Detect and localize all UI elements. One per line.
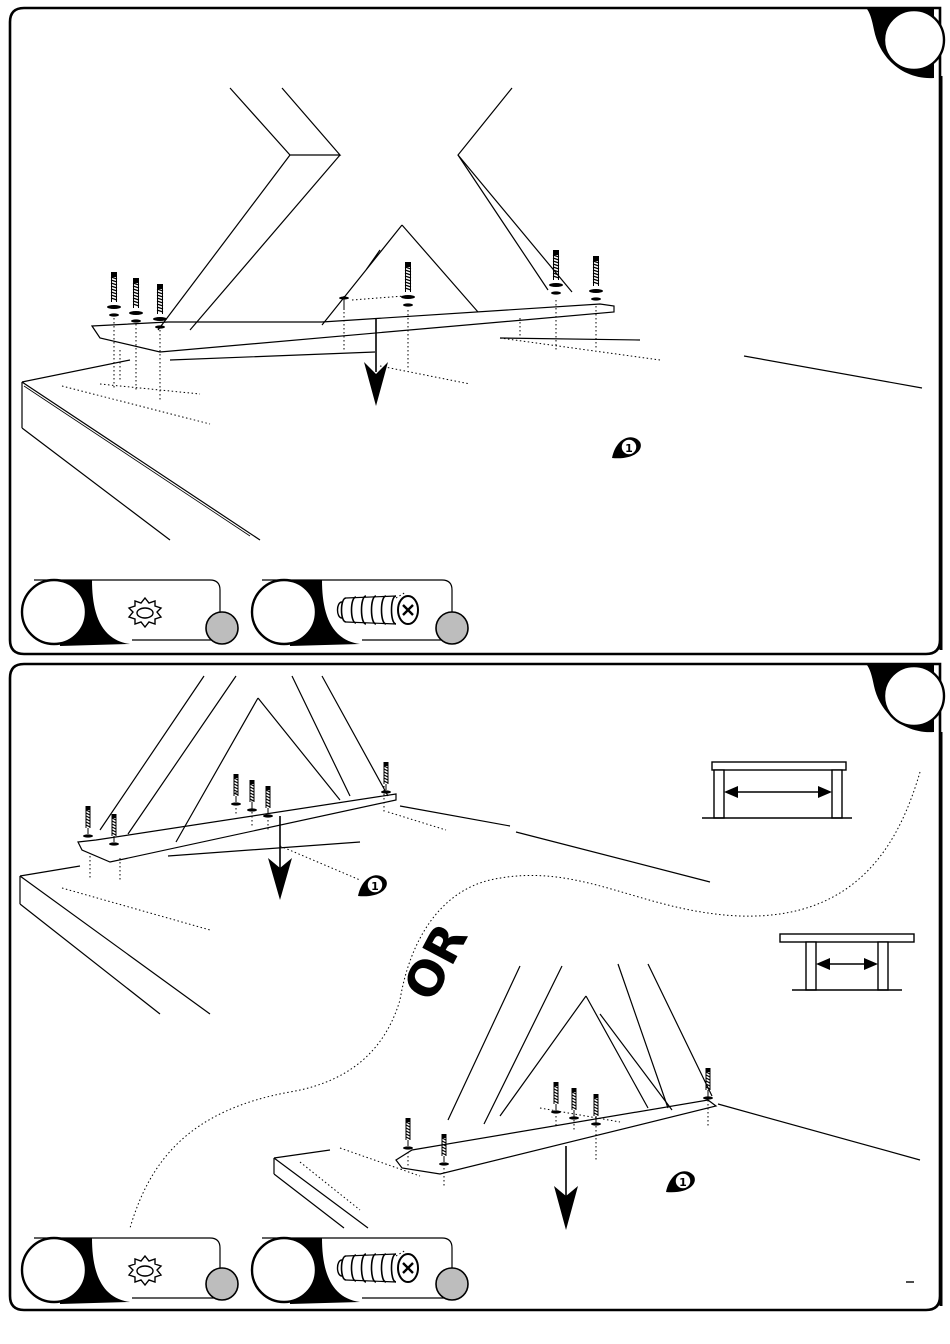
reference-marker-label: 1 [371,880,379,893]
reference-marker-label: 1 [625,442,633,455]
step-panel-bottom: 1 OR [10,664,944,1310]
reference-marker-label: 1 [679,1176,687,1189]
step-number-circle [884,10,944,70]
step-panel-top: 1 [10,8,944,654]
step-number-circle [884,666,944,726]
